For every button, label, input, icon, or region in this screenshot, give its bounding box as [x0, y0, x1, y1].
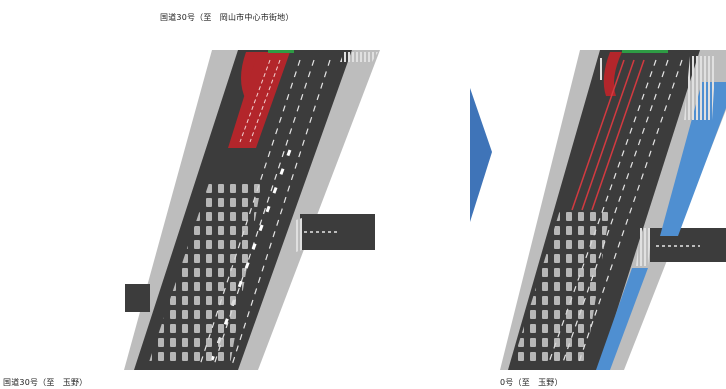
- blue-area-upper-after: [660, 82, 726, 236]
- road-layout-before: [124, 50, 380, 370]
- crosswalk-top-after: [684, 56, 716, 120]
- crosswalk-top-before: [340, 52, 378, 62]
- side-road-left-before: [125, 284, 150, 312]
- vehicle-queue-after: [512, 210, 610, 365]
- vehicle-queue-before: [148, 180, 262, 365]
- label-to-tamano-after: 0号（至 玉野）: [500, 378, 563, 387]
- red-turn-lane-curve-after: [603, 52, 622, 96]
- blue-area-lower-after: [596, 268, 648, 370]
- side-road-right-after: [650, 228, 726, 262]
- label-to-tamano-before: 国道30号（至 玉野）: [3, 378, 88, 387]
- label-to-okayama: 国道30号（至 岡山市中心市街地）: [160, 13, 294, 22]
- road-layout-after: [500, 50, 726, 370]
- side-road-right-before: [300, 214, 375, 250]
- transition-arrow-icon: [470, 88, 492, 222]
